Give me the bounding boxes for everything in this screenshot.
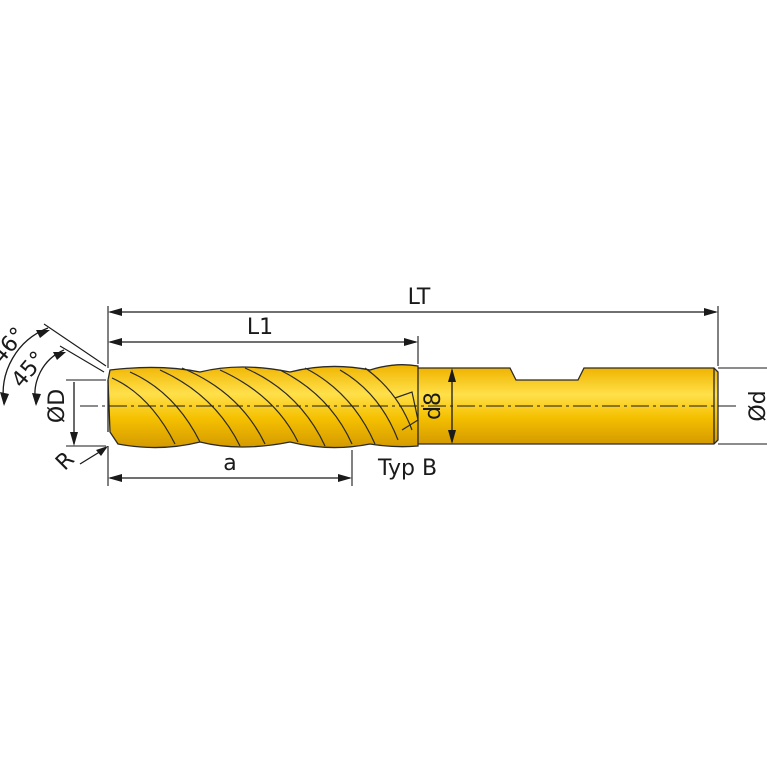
label-d8: d8 xyxy=(421,392,446,420)
dim-d8: d8 xyxy=(421,368,456,444)
dim-lt: LT xyxy=(108,285,718,316)
label-shank-diameter: Ød xyxy=(746,390,767,421)
label-corner-radius: R xyxy=(51,447,79,475)
dim-l1: L1 xyxy=(108,315,418,346)
label-lt: LT xyxy=(408,285,431,310)
label-type: Typ B xyxy=(377,456,437,481)
helix-lines xyxy=(111,367,419,447)
label-a: a xyxy=(223,451,236,476)
dim-corner-radius: R xyxy=(51,446,108,476)
label-l1: L1 xyxy=(247,315,273,340)
dim-shank-diameter: Ød xyxy=(718,367,767,445)
dim-a: a xyxy=(108,451,352,482)
dim-angles: 46° 45° xyxy=(0,323,107,406)
dim-cutting-diameter: ØD xyxy=(45,379,106,447)
label-cutting-diameter: ØD xyxy=(45,389,70,423)
